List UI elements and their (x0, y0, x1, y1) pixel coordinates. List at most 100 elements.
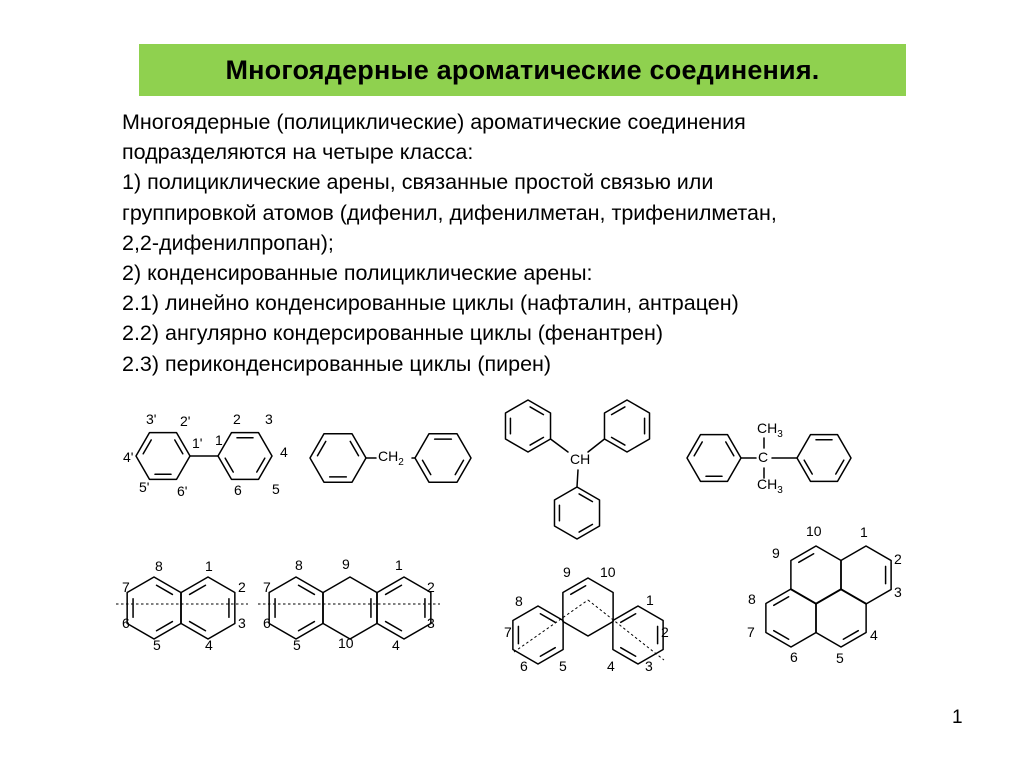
atom-label: 2 (661, 624, 669, 640)
double-bond-line (155, 584, 174, 596)
atom-label: 5 (836, 650, 844, 666)
ring-outline (815, 588, 867, 648)
ring-outline (180, 576, 236, 640)
double-bond-line (620, 646, 637, 658)
double-bond-line (297, 620, 316, 632)
atom-label: 7 (122, 579, 130, 595)
atom-label: 4 (870, 627, 878, 643)
atom-label: 5 (293, 637, 301, 653)
atom-label: 9 (563, 564, 571, 580)
central-carbon-label: C (758, 449, 768, 465)
double-bond-line (773, 595, 790, 607)
text-line: Многоядерные (полициклические) ароматиче… (122, 110, 746, 134)
atom-label: 3 (894, 584, 902, 600)
ring-outline (840, 545, 892, 605)
double-bond-line (384, 584, 403, 596)
double-bond-line (835, 459, 845, 475)
atom-label: 3 (265, 411, 273, 427)
double-bond-line (842, 629, 859, 641)
double-bond-line (539, 646, 556, 658)
structure-bonds (126, 399, 892, 665)
symmetry-axis (513, 599, 589, 653)
ring-outline (686, 433, 742, 483)
double-bond-line (620, 612, 637, 624)
methyl-group-label: CH3 (757, 420, 783, 440)
double-bond-line (155, 620, 174, 632)
ring-outline (268, 576, 324, 640)
double-bond-line (297, 584, 316, 596)
atom-label: 10 (338, 635, 354, 651)
atom-label: 5 (272, 481, 280, 497)
atom-label: 6 (790, 649, 798, 665)
page-number: 1 (952, 707, 963, 728)
double-bond-line (316, 440, 327, 457)
atom-label: 2 (238, 579, 246, 595)
atom-label: 1' (192, 435, 202, 451)
double-bond-line (454, 459, 465, 476)
ring-outline (504, 399, 552, 453)
atom-label: 7 (263, 579, 271, 595)
text-line: 2) конденсированные полициклические арен… (122, 261, 593, 286)
double-bond-line (174, 439, 184, 455)
anthracene-labels: 1 2 3 4 10 5 6 7 8 9 (263, 556, 435, 653)
atom-label: 7 (747, 624, 755, 640)
atom-label: 10 (806, 523, 822, 539)
double-bond-line (803, 459, 813, 475)
ring-outline (217, 431, 273, 481)
symmetry-axis (587, 599, 665, 661)
ring-outline (126, 576, 182, 640)
double-bond-line (773, 629, 790, 641)
atom-label: 6 (122, 615, 130, 631)
atom-label: 9 (342, 556, 350, 572)
atom-label: 1 (215, 432, 223, 448)
text-line: 2.3) периконденсированные циклы (пирен) (122, 351, 552, 376)
pyrene-labels: 10 1 2 3 4 5 6 7 8 9 (747, 523, 902, 666)
atom-label: 1 (646, 592, 654, 608)
double-bond-line (384, 620, 403, 632)
double-bond-line (349, 440, 360, 457)
ring-outline (135, 431, 191, 481)
atom-label: 4 (607, 658, 615, 674)
double-bond-line (529, 436, 545, 446)
atom-label: 3 (427, 615, 435, 631)
atom-label: 8 (155, 558, 163, 574)
atom-label: 2 (233, 411, 241, 427)
text-line: 1) полициклические арены, связанные прос… (122, 170, 714, 195)
atom-label: 6 (263, 615, 271, 631)
ring-outline (414, 433, 472, 483)
atom-label: 5 (153, 637, 161, 653)
atom-label: 2 (427, 579, 435, 595)
atom-label: 3 (238, 615, 246, 631)
ring-outline (322, 576, 378, 640)
atom-label: 4 (280, 444, 288, 460)
biphenyl-labels: 3' 2' 4' 5' 6' 1' 1 2 3 4 5 6 (123, 411, 288, 499)
atom-label: 6' (177, 483, 187, 499)
ch-group-label: CH (570, 451, 590, 467)
ring-outline (796, 433, 852, 483)
methyl-group-label: CH3 (757, 476, 783, 496)
atom-label: 8 (515, 593, 523, 609)
bond-line (587, 438, 606, 453)
ring-outline (376, 576, 432, 640)
atom-label: 9 (772, 545, 780, 561)
atom-label: 3 (645, 658, 653, 674)
ring-outline (512, 605, 564, 665)
double-bond-line (798, 552, 815, 564)
double-bond-line (693, 441, 703, 457)
atom-label: 4 (392, 637, 400, 653)
ring-outline (309, 433, 367, 483)
text-line: группировкой атомов (дифенил, дифенилмет… (122, 200, 777, 225)
double-bond-line (256, 457, 266, 473)
atom-label: 6 (520, 658, 528, 674)
ring-outline (553, 486, 601, 540)
double-bond-line (578, 523, 594, 533)
atom-label: 1 (860, 524, 868, 540)
double-bond-line (539, 612, 556, 624)
double-bond-line (570, 584, 587, 596)
atom-label: 2 (894, 551, 902, 567)
atom-label: 1 (395, 557, 403, 573)
slide-title: Многоядерные ароматические соединения. (225, 54, 820, 85)
bond-line (576, 469, 579, 488)
ring-outline (603, 399, 651, 453)
